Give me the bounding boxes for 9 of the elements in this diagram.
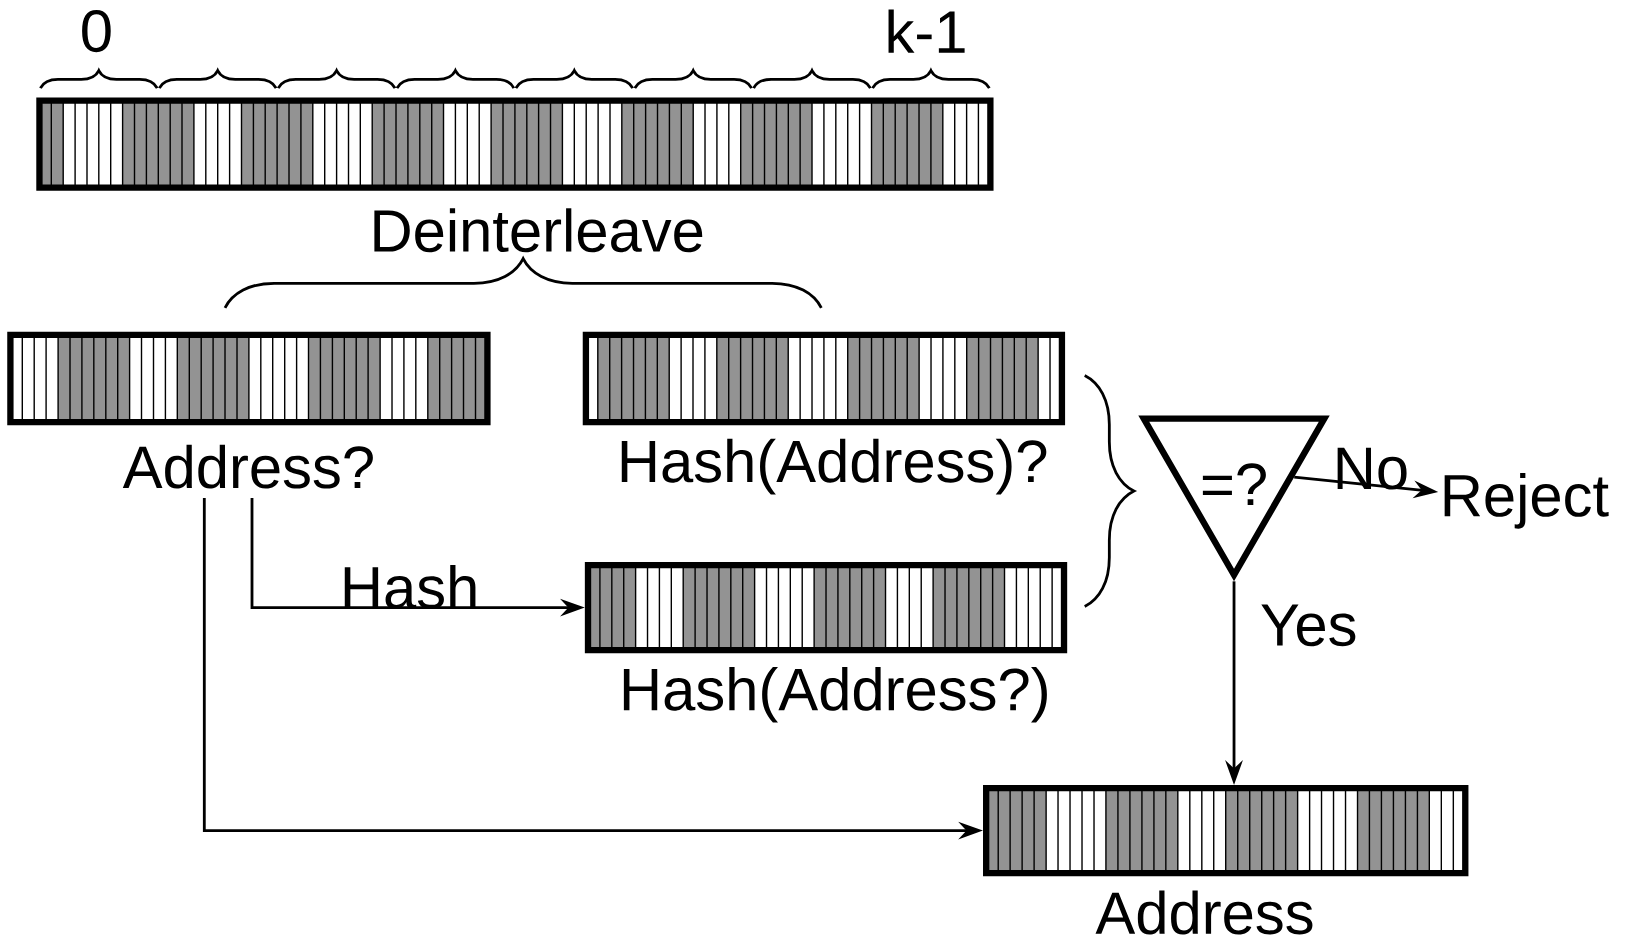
result-text: Reject: [1444, 472, 1609, 529]
bar-label: Hash(Address)?: [621, 438, 1047, 495]
bar-label: Address: [1095, 890, 1313, 935]
bit-bar: [36, 97, 994, 191]
bar-label: Hash(Address?): [623, 666, 1047, 723]
edge-label: Yes: [1261, 604, 1356, 646]
edge-label: Hash: [344, 564, 476, 609]
step-label: Deinterleave: [374, 208, 703, 252]
bar-label: Address?: [122, 444, 373, 489]
